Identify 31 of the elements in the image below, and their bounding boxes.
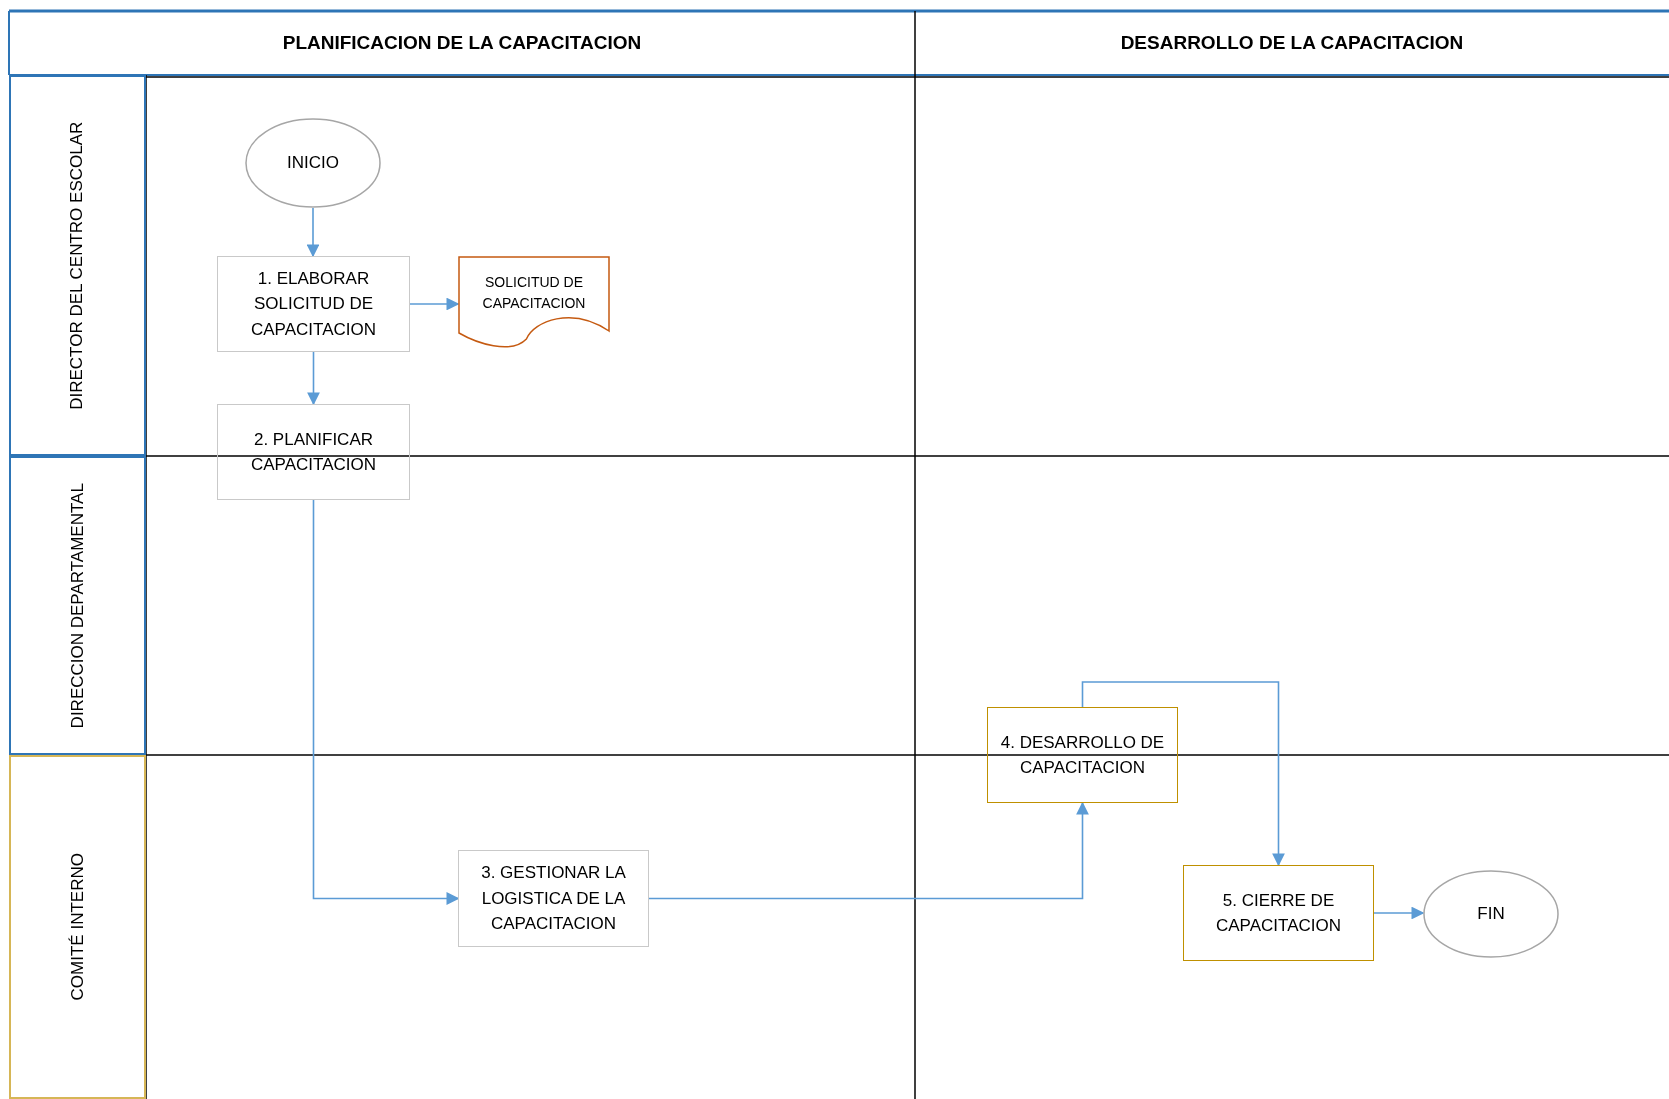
lane-header (9, 75, 146, 456)
arrow (312, 499, 460, 905)
process-box (1183, 865, 1374, 961)
arrow (307, 351, 320, 406)
node-label: FIN (1477, 903, 1505, 926)
arrow (306, 207, 320, 258)
node-label: 5. CIERRE DE CAPACITACION (1215, 889, 1342, 937)
node-label: 2. PLANIFICAR CAPACITACION (250, 428, 377, 476)
lane-header (9, 456, 146, 755)
process-box (217, 256, 410, 352)
node-label: 4. DESARROLLO DE CAPACITACION (999, 731, 1166, 779)
lane-title: DIRECTOR DEL CENTRO ESCOLAR (66, 121, 88, 410)
lane-header (9, 755, 146, 1099)
arrow (648, 801, 1089, 900)
node-label: 3. GESTIONAR LA LOGISTICA DE LA CAPACITACION (480, 862, 627, 936)
column-title: PLANIFICACION DE LA CAPACITACION (282, 30, 642, 55)
node-label: INICIO (287, 152, 339, 175)
process-box (217, 404, 410, 500)
arrow (409, 297, 460, 311)
column-title: DESARROLLO DE LA CAPACITACION (1120, 30, 1464, 55)
node-label: 1. ELABORAR SOLICITUD DE CAPACITACION (250, 267, 377, 341)
process-box (987, 707, 1178, 803)
arrow (1373, 906, 1425, 920)
lane-title: DIRECCION DEPARTAMENTAL (66, 482, 88, 729)
document-shape (458, 256, 610, 351)
arrow (1081, 681, 1285, 867)
process-box (458, 850, 649, 947)
terminator-ellipse (245, 118, 381, 208)
node-label: SOLICITUD DE CAPACITACION (481, 272, 587, 313)
lane-title: COMITÉ INTERNO (66, 853, 88, 1001)
terminator-ellipse (1423, 870, 1559, 958)
